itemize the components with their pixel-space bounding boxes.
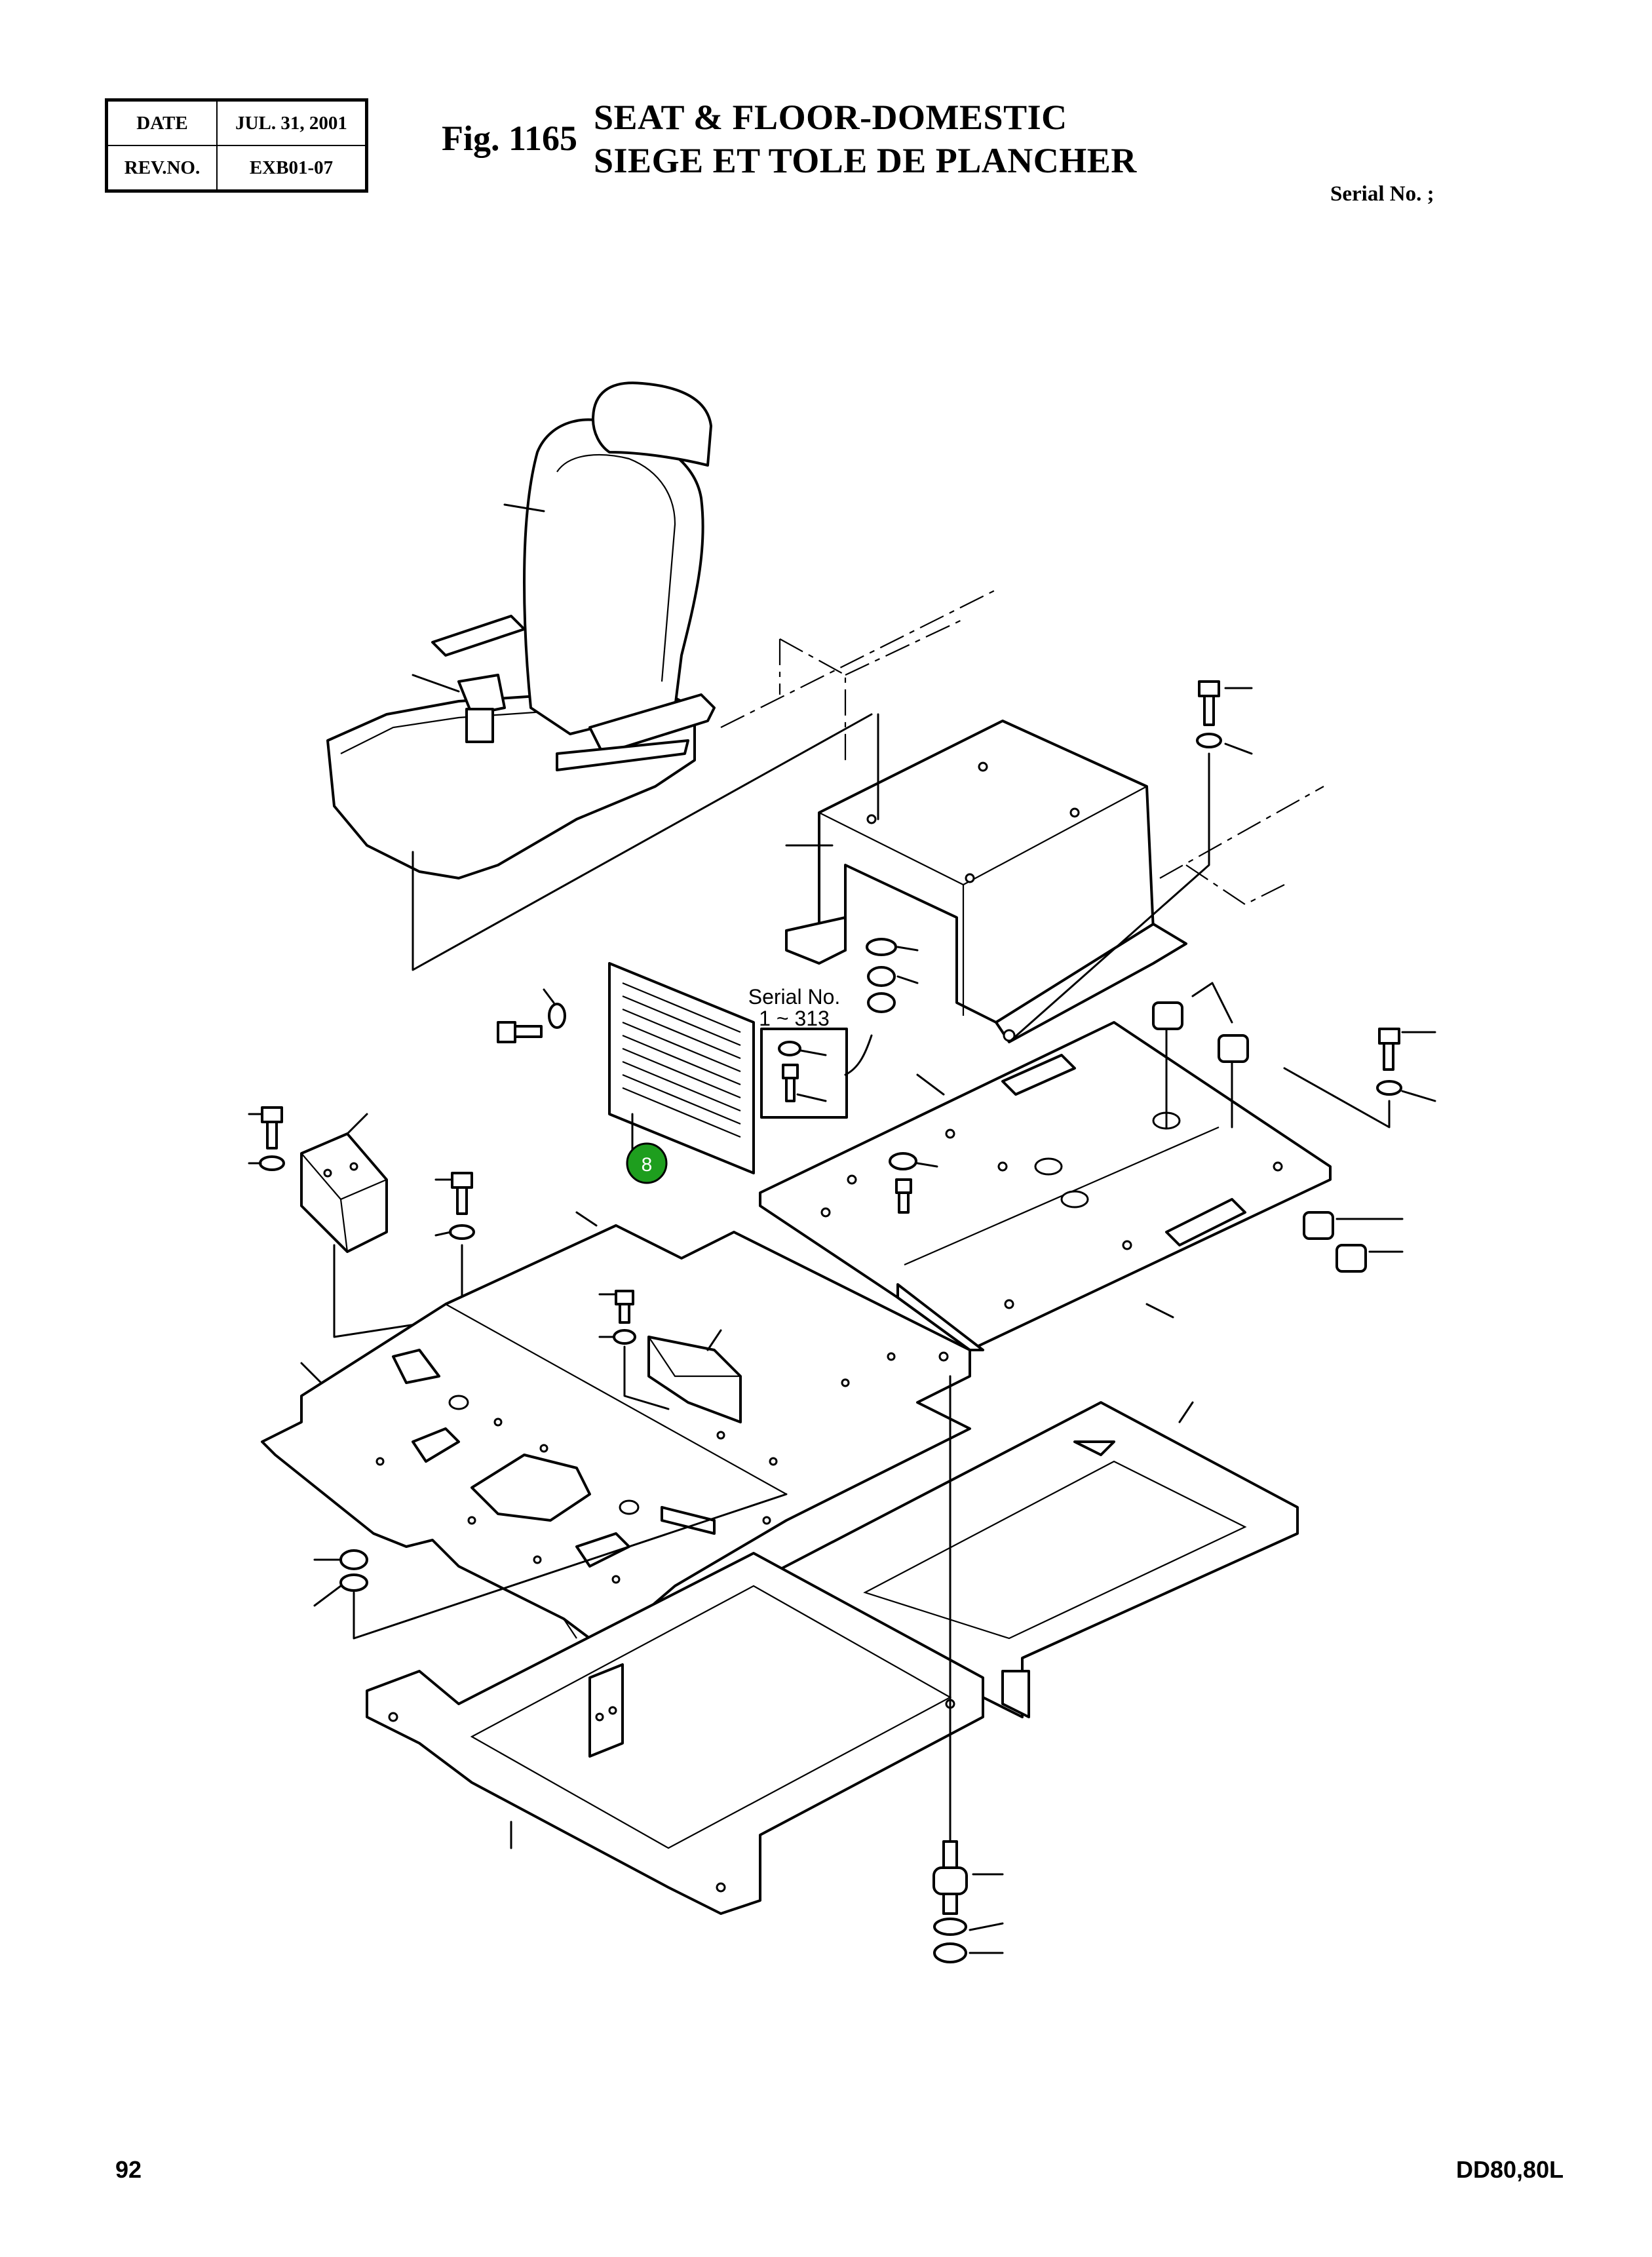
date-value: JUL. 31, 2001 bbox=[216, 99, 368, 146]
pedal-bracket bbox=[598, 1290, 742, 1423]
revision-table: DATE JUL. 31, 2001 REV.NO. EXB01-07 bbox=[105, 98, 368, 193]
right-floor-plate bbox=[759, 1021, 1332, 1351]
model-designation: DD80,80L bbox=[1456, 2156, 1564, 2183]
rev-label: REV.NO. bbox=[106, 145, 218, 192]
operator-seat bbox=[326, 381, 716, 879]
left-bracket bbox=[300, 1113, 421, 1338]
vibration-mount-stack bbox=[932, 1375, 1004, 1963]
callout-serial-range: 1 ~ 313 bbox=[759, 1007, 830, 1030]
page-number: 92 bbox=[115, 2156, 142, 2183]
highlight-marker-item-8: 8 bbox=[626, 1142, 668, 1184]
nut-washer-stack bbox=[866, 938, 919, 1013]
rev-value: EXB01-07 bbox=[216, 145, 368, 192]
grille-bolt-washer bbox=[497, 988, 566, 1043]
highlight-item-number: 8 bbox=[642, 1154, 653, 1176]
figure-number: Fig. 1165 bbox=[442, 119, 578, 158]
seat-stand-box bbox=[785, 713, 1187, 1043]
rubber-mounts bbox=[1152, 982, 1404, 1273]
seat-leader-line bbox=[412, 713, 873, 971]
nut-washer-left-bottom bbox=[313, 1493, 788, 1640]
date-label: DATE bbox=[106, 99, 218, 146]
title-french: SIEGE ET TOLE DE PLANCHER bbox=[594, 141, 1137, 180]
floor-plate-bolt bbox=[889, 1152, 938, 1214]
title-english: SEAT & FLOOR-DOMESTIC bbox=[594, 98, 1067, 137]
cab-outline-dashed bbox=[720, 589, 1324, 906]
bolt-washer-set-left bbox=[248, 1106, 285, 1171]
bolt-washer-set-right-top bbox=[1008, 680, 1253, 1043]
serial-number-label: Serial No. ; bbox=[1330, 182, 1434, 206]
callout-serial-label: Serial No. bbox=[748, 985, 841, 1009]
serial-callout-box: Serial No. 1 ~ 313 bbox=[748, 985, 873, 1119]
bolt-washer-set-right-mid bbox=[1283, 1028, 1436, 1128]
grille-cover bbox=[608, 962, 755, 1174]
